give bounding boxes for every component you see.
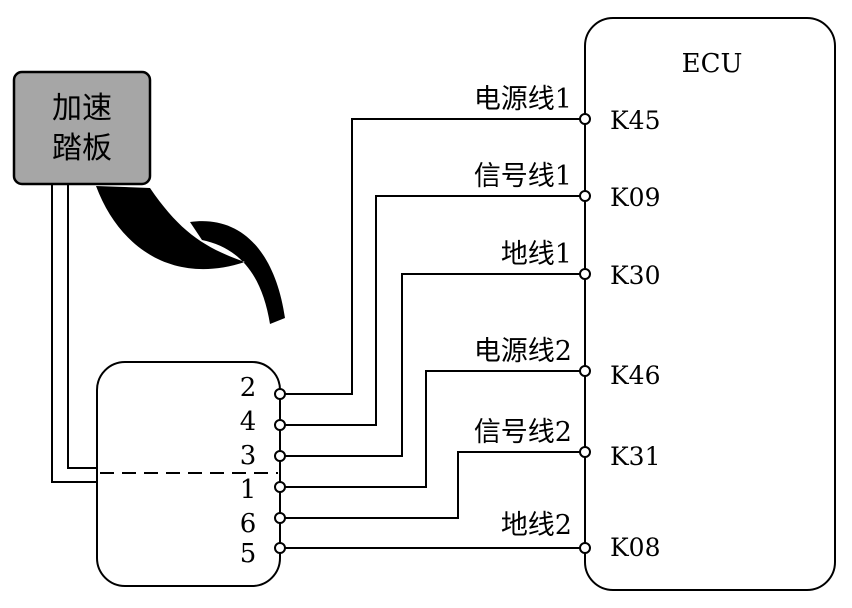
ecu-pin-label: K09 [610, 183, 661, 212]
wire-labels: 电源线1 信号线1 地线1 电源线2 信号线2 地线2 [474, 84, 572, 541]
connector: 2 4 3 1 6 5 [96, 361, 281, 587]
curved-cable-icon [96, 186, 285, 324]
pedal-cable-outer [51, 184, 100, 483]
ecu-terminal [579, 190, 591, 202]
connector-pin-label: 3 [240, 441, 257, 471]
connector-pin-label: 1 [240, 475, 257, 505]
wire-label: 地线2 [501, 510, 572, 541]
connector-terminal [274, 512, 286, 524]
ecu-pin-label: K45 [610, 106, 661, 135]
wires [284, 118, 580, 549]
ecu-terminal [579, 268, 591, 280]
wire-label: 信号线2 [474, 417, 572, 448]
ecu-pin-label: K08 [610, 533, 661, 562]
ecu-terminal [579, 446, 591, 458]
connector-pin-label: 4 [240, 407, 257, 437]
connector-terminal [274, 388, 286, 400]
wire-signal-2 [284, 451, 580, 519]
ecu-terminal [579, 365, 591, 377]
wire-label: 地线1 [501, 239, 572, 270]
connector-terminals [274, 388, 286, 554]
wire-label: 电源线1 [474, 84, 572, 115]
wire-power-1 [284, 118, 580, 395]
pedal-cable [51, 184, 100, 483]
pedal-cable-inner [67, 184, 100, 469]
pedal-label-line1: 加速 [52, 91, 112, 126]
ecu-box [584, 17, 836, 591]
pedal-box [12, 70, 152, 186]
ecu-terminals [579, 113, 591, 554]
connector-terminal [274, 419, 286, 431]
wire-ground-1 [284, 273, 580, 457]
connector-pin-label: 2 [240, 373, 257, 403]
wire-power-2 [284, 370, 580, 488]
connector-terminal [274, 542, 286, 554]
connector-terminal [274, 450, 286, 462]
ecu-pin-label: K30 [610, 261, 661, 290]
pedal-label-line2: 踏板 [52, 131, 112, 166]
ecu-pin-label: K31 [610, 442, 661, 471]
ecu-terminal [579, 542, 591, 554]
ecu-pin-label: K46 [610, 361, 661, 390]
wire-signal-1 [284, 195, 580, 426]
connector-terminal [274, 481, 286, 493]
ecu: ECU K45 K09 K30 K46 K31 K08 [584, 17, 836, 591]
ecu-title: ECU [682, 49, 743, 79]
wire-label: 信号线1 [474, 161, 572, 192]
wire-label: 电源线2 [474, 336, 572, 367]
connector-pin-label: 5 [240, 539, 257, 569]
accelerator-pedal: 加速 踏板 [12, 70, 152, 186]
connector-pin-label: 6 [240, 509, 257, 539]
ecu-terminal [579, 113, 591, 125]
